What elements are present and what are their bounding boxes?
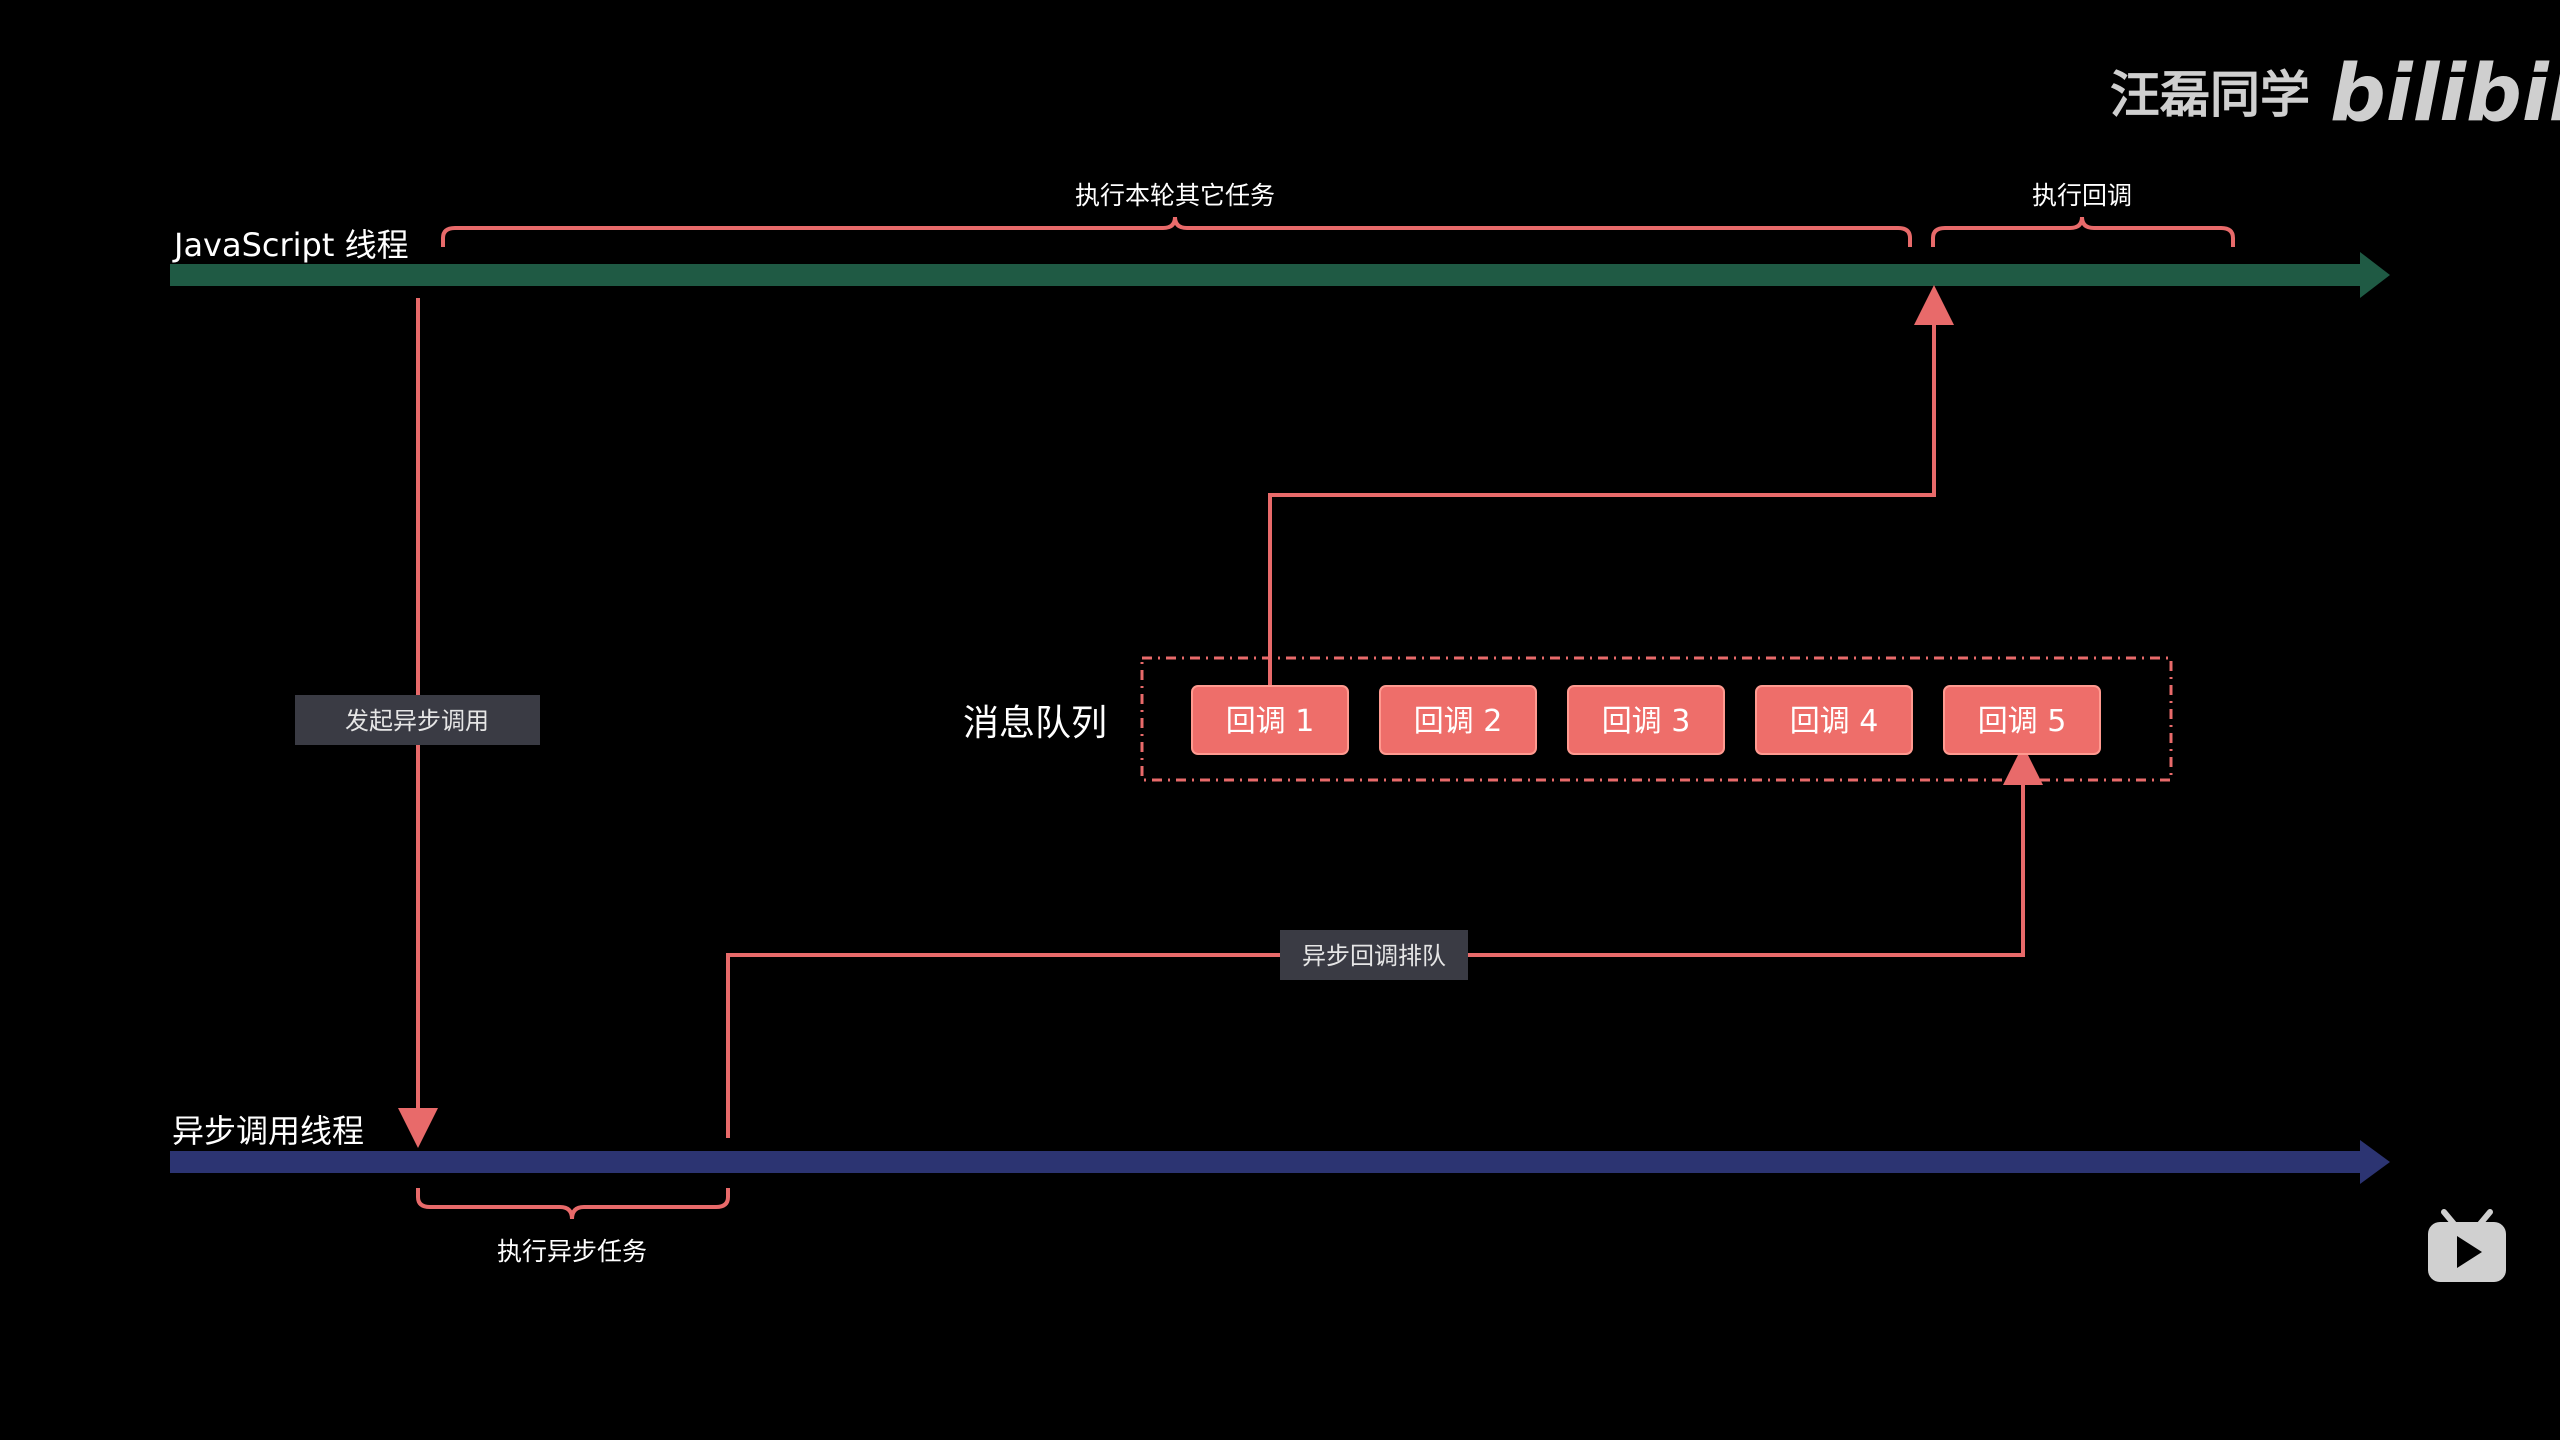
connector-dispatch-callback [1268,285,1954,688]
queue-item: 回调 3 [1567,685,1725,755]
js-thread-label: JavaScript 线程 [172,226,409,264]
brace-run-other-tasks-shape [441,216,1912,247]
tag-enqueue-callback-bg [1280,930,1468,980]
tag-start-async-call: 发起异步调用 [345,707,489,735]
async-thread-label: 异步调用线程 [172,1112,364,1150]
watermark-author: 汪磊同学 [2110,66,2310,124]
brace-run-other-tasks: 执行本轮其它任务 [441,181,1912,247]
queue-item: 回调 5 [1943,685,2101,755]
async-thread: 异步调用线程 [170,1112,2390,1184]
brace-run-async-task-label: 执行异步任务 [497,1237,647,1266]
queue-item-box [1943,685,2101,755]
async-thread-arrowhead [2360,1140,2390,1184]
bilibili-tv-icon [2428,1209,2506,1282]
connector-dispatch-callback-line [1268,285,1954,688]
queue-item-label: 回调 4 [1790,704,1879,739]
tag-enqueue-callback: 异步回调排队 [1302,942,1446,970]
queue-item: 回调 4 [1755,685,1913,755]
queue-item: 回调 2 [1379,685,1537,755]
queue-item: 回调 1 [1191,685,1349,755]
queue-item-box [1567,685,1725,755]
queue-item-label: 回调 2 [1414,704,1503,739]
queue-item-label: 回调 1 [1226,704,1315,739]
queue-item-label: 回调 3 [1602,704,1691,739]
queue-item-box [1191,685,1349,755]
brace-run-callback-shape [1931,216,2235,247]
brace-run-async-task: 执行异步任务 [416,1188,730,1266]
message-queue-label: 消息队列 [963,703,1107,744]
js-thread-arrowhead [2360,252,2390,298]
queue-items: 回调 1 回调 2 回调 3 回调 4 回调 5 [1191,685,2101,755]
connector-start-async-call: 发起异步调用 [295,298,540,1148]
tag-start-async-call-bg [295,695,540,745]
message-queue-frame [1140,656,2173,782]
queue-item-label: 回调 5 [1978,704,2067,739]
brace-run-other-tasks-label: 执行本轮其它任务 [1075,181,1275,210]
brace-run-callback: 执行回调 [1931,181,2235,247]
queue-item-box [1379,685,1537,755]
js-thread: JavaScript 线程 [170,226,2390,298]
brace-run-callback-label: 执行回调 [2032,181,2132,210]
watermark-logo: bilibili [2330,49,2560,139]
watermark: 汪磊同学 bilibili [2110,49,2560,139]
connector-enqueue-callback: 异步回调排队 [726,745,2043,1138]
message-queue: 消息队列 回调 1 回调 2 回调 3 回调 4 回调 5 [963,656,2173,782]
async-thread-bar [170,1151,2365,1173]
js-thread-bar [170,264,2365,286]
queue-item-box [1755,685,1913,755]
brace-run-async-task-shape [416,1188,730,1220]
